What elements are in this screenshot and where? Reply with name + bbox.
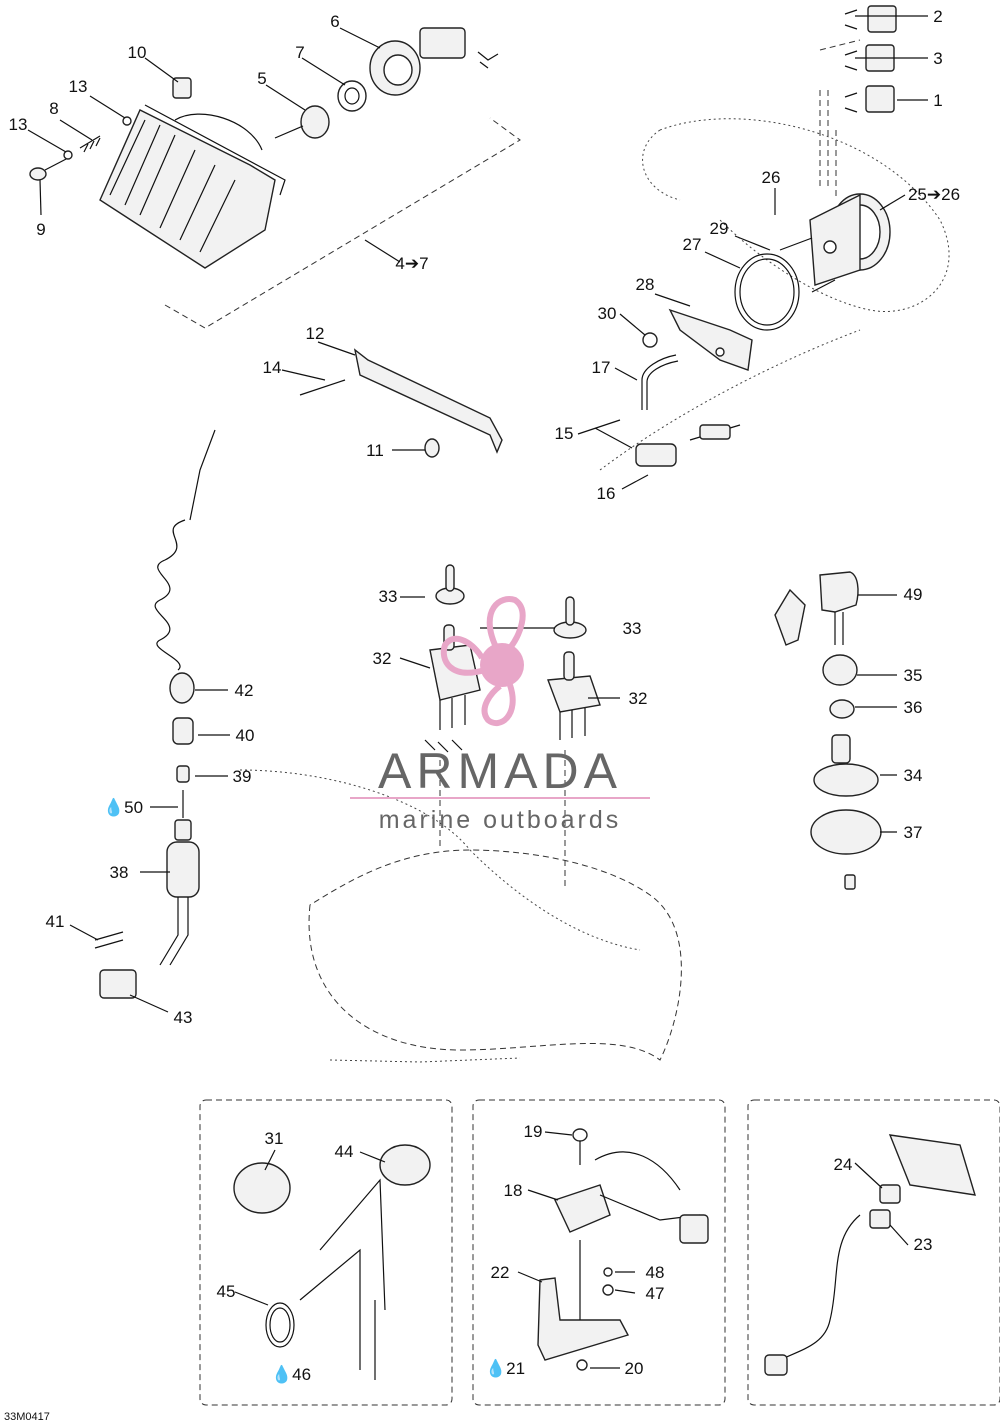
toggle-switch-right (547, 596, 601, 890)
callout-21: 💧21 (485, 1358, 525, 1378)
callout-4-7: 4➔7 (395, 254, 428, 273)
callout-5: 5 (257, 69, 266, 88)
callout-39: 39 (233, 767, 252, 786)
callout-20: 20 (625, 1359, 644, 1378)
callout-49: 49 (904, 585, 923, 604)
support-bracket (299, 348, 503, 458)
callout-15: 15 (555, 424, 574, 443)
callout-18: 18 (504, 1181, 523, 1200)
callout-9: 9 (36, 220, 45, 239)
callout-45: 45 (217, 1282, 236, 1301)
callout-3: 3 (933, 49, 942, 68)
callout-12: 12 (306, 324, 325, 343)
boot-cover (369, 40, 421, 96)
callout-11: 11 (366, 441, 384, 460)
callout-24: 24 (834, 1155, 853, 1174)
callout-30: 30 (598, 304, 617, 323)
callout-10: 10 (128, 43, 147, 62)
callout-17: 17 (592, 358, 611, 377)
callout-33-right: 33 (623, 619, 642, 638)
speed-sensor-tube (594, 354, 741, 467)
armada-watermark: ARMADA marine outboards (350, 596, 650, 834)
callout-34: 34 (904, 766, 923, 785)
headlight-assembly (99, 104, 521, 329)
callout-13-top: 13 (69, 77, 88, 96)
console-outline (239, 769, 682, 1063)
retaining-ring (337, 80, 367, 112)
callout-22: 22 (491, 1263, 510, 1282)
callout-13-left: 13 (9, 115, 28, 134)
callout-19: 19 (524, 1122, 543, 1141)
adjust-screw (29, 116, 132, 181)
callout-29: 29 (710, 219, 729, 238)
callout-31: 31 (265, 1129, 284, 1148)
callout-8: 8 (49, 99, 58, 118)
callout-25-26: 25➔26 (908, 185, 960, 204)
brand-name: ARMADA (378, 743, 622, 799)
callout-40: 40 (236, 726, 255, 745)
callout-33-left: 33 (379, 587, 398, 606)
clip (172, 77, 192, 99)
panel2-parts (537, 1128, 709, 1371)
callout-2: 2 (933, 7, 942, 26)
callout-50: 💧50 (103, 797, 143, 817)
callout-27: 27 (683, 235, 702, 254)
callout-48: 48 (646, 1263, 665, 1282)
callout-32-right: 32 (629, 689, 648, 708)
callout-14: 14 (263, 358, 282, 377)
callout-7: 7 (295, 43, 304, 62)
panel1-parts (233, 1144, 431, 1380)
panel3-parts (764, 1134, 976, 1376)
switch-connectors (819, 5, 897, 200)
propeller-logo-icon (440, 596, 526, 727)
key-switch-body (810, 654, 882, 890)
detail-panel-1 (199, 1099, 453, 1406)
bulb-socket (274, 105, 330, 139)
callout-47: 47 (646, 1284, 665, 1303)
gauge-gasket (734, 253, 800, 331)
callout-44: 44 (335, 1142, 354, 1161)
callout-42: 42 (235, 681, 254, 700)
callout-6: 6 (330, 12, 339, 31)
callout-38: 38 (110, 863, 129, 882)
callout-labels: 2 3 1 6 7 5 10 13 8 13 9 4➔7 12 14 11 26… (9, 7, 960, 1384)
gauge (779, 193, 891, 293)
callout-35: 35 (904, 666, 923, 685)
callout-36: 36 (904, 698, 923, 717)
callout-37: 37 (904, 823, 923, 842)
callout-46: 💧46 (271, 1364, 311, 1384)
callout-28: 28 (636, 275, 655, 294)
ignition-key (774, 571, 859, 646)
brand-subtitle: marine outboards (379, 806, 622, 834)
callout-32-left: 32 (373, 649, 392, 668)
callout-1: 1 (933, 91, 942, 110)
detail-panel-2 (472, 1099, 726, 1406)
connector-parts (419, 27, 499, 69)
lanyard-cord (94, 429, 216, 999)
drawing-code: 33M0417 (4, 1411, 50, 1423)
detail-panel-3 (747, 1099, 1000, 1406)
callout-41: 41 (46, 912, 65, 931)
callout-23: 23 (914, 1235, 933, 1254)
gauge-bracket (642, 308, 753, 371)
callout-43: 43 (174, 1008, 193, 1027)
hull-outline (599, 118, 950, 471)
callout-16: 16 (597, 484, 616, 503)
callout-26: 26 (762, 168, 781, 187)
